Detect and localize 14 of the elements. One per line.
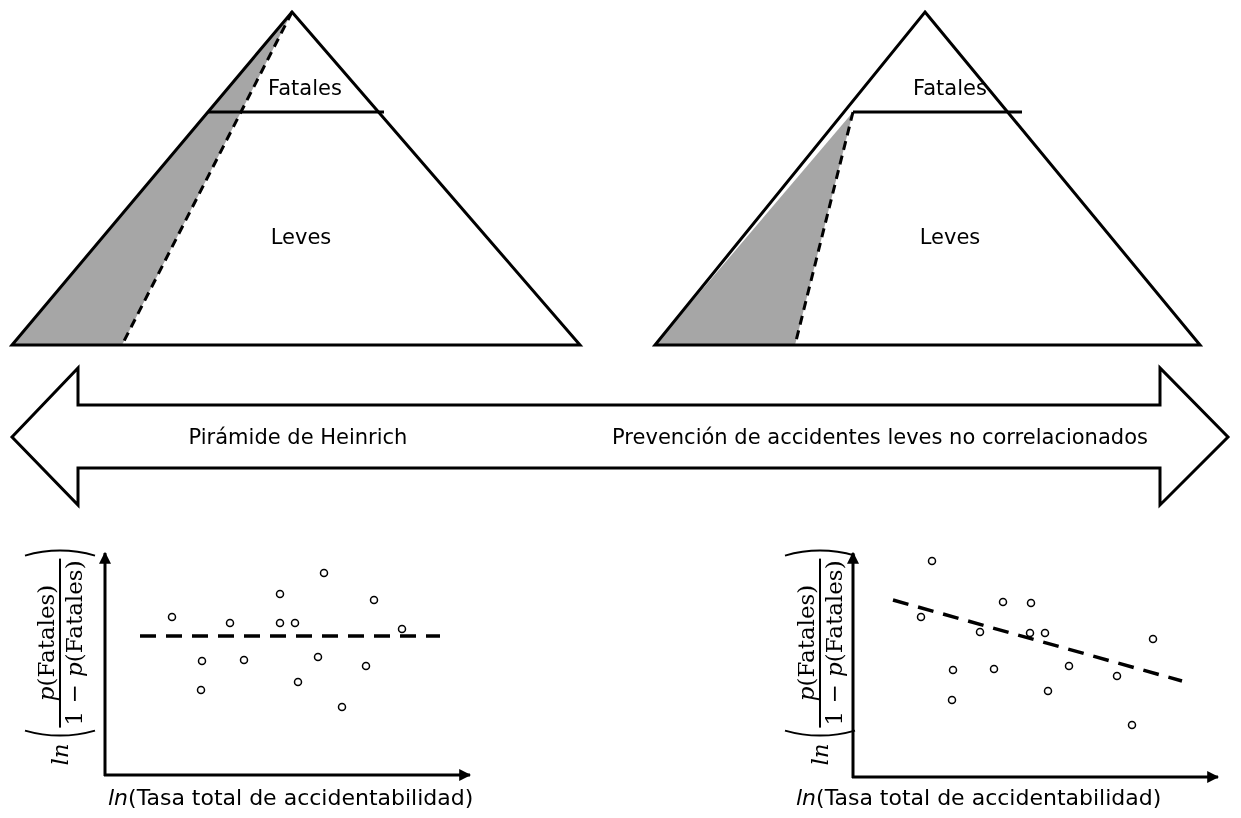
- fraction-denominator: 1 − p(Fatales): [821, 559, 848, 728]
- pyramid-tier-label: Leves: [919, 225, 981, 249]
- pyramid-tier-label: Leves: [270, 225, 332, 249]
- fraction-denominator: 1 − p(Fatales): [61, 559, 88, 728]
- fraction-numerator: p(Fatales): [792, 583, 819, 704]
- arrow-label: Pirámide de Heinrich: [188, 425, 408, 449]
- formula-term: ln: [47, 743, 73, 766]
- formula-term: ln: [807, 743, 833, 766]
- axis-label: ln(Tasa total de accidentabilidad): [108, 785, 474, 810]
- pyramid-tier-label: Fatales: [268, 76, 342, 100]
- axis-label: ln(Tasa total de accidentabilidad): [796, 785, 1162, 810]
- fraction-numerator: p(Fatales): [32, 583, 59, 704]
- arrow-label: Prevención de accidentes leves no correlacionados: [612, 425, 1148, 449]
- pyramid-tier-label: Fatales: [913, 76, 987, 100]
